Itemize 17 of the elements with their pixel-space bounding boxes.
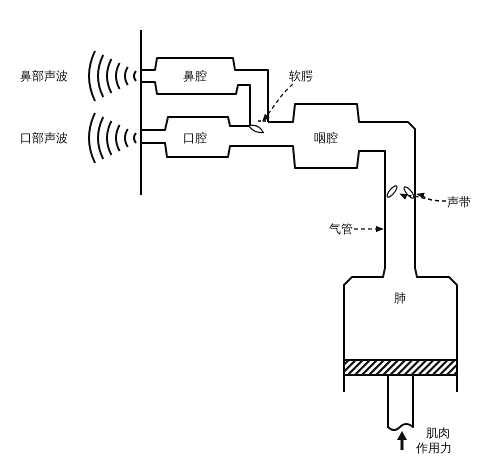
velum-flap — [247, 122, 265, 136]
cavity-label: 鼻腔 — [183, 68, 207, 84]
cavity-label: 肺 — [394, 290, 406, 306]
part-label: 声带 — [447, 194, 471, 210]
caption-label: 肌肉 — [426, 426, 450, 440]
caption-label: 口部声波 — [20, 130, 68, 146]
caption-label: 作用力 — [416, 440, 452, 456]
leader-line — [399, 193, 446, 202]
leader-line — [262, 84, 294, 122]
cavity-label: 口腔 — [183, 130, 207, 146]
vocal-fold — [402, 184, 416, 200]
caption-label: 鼻部声波 — [20, 68, 68, 84]
part-label: 软腭 — [289, 68, 313, 84]
vocal-fold — [384, 183, 400, 199]
part-label: 气管 — [329, 222, 353, 236]
leader-line — [354, 226, 384, 232]
cavity-label: 咽腔 — [314, 130, 338, 146]
